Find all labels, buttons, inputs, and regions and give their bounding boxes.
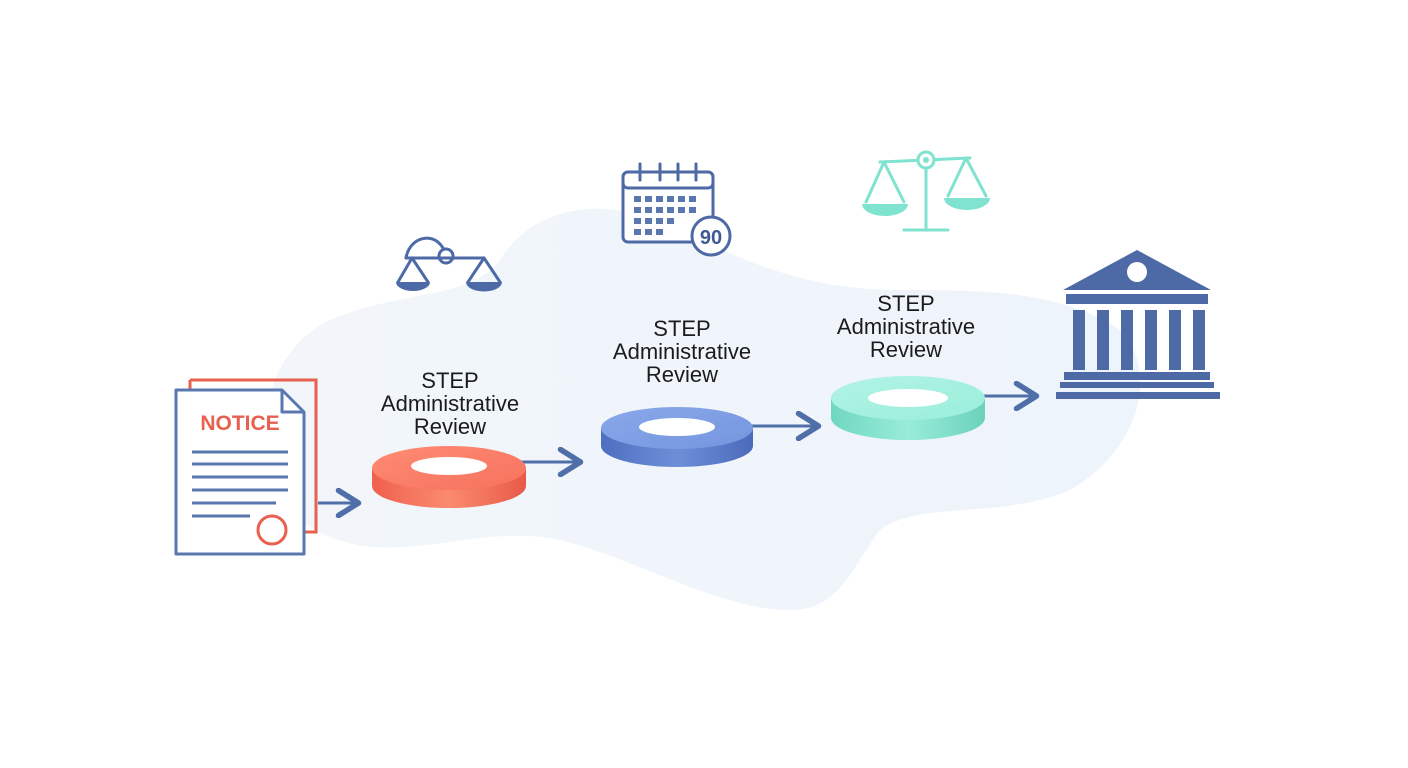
step-1-disc (372, 446, 526, 508)
step-2-text-line2: Review (645, 362, 719, 387)
step-1-label: STEP Administrative Review (340, 369, 560, 438)
scale-icon-blue (396, 236, 502, 292)
step-1-text-line2: Review (413, 414, 487, 439)
calendar-badge-number: 90 (700, 227, 722, 249)
step-2-label: STEP Administrative Review (572, 317, 792, 386)
scale-icon-teal (862, 150, 990, 232)
step-1-text-line1: Administrative (380, 391, 520, 416)
step-2-disc (601, 407, 753, 467)
step-3-title: STEP (877, 291, 935, 316)
courthouse-icon (1056, 250, 1220, 399)
step-1-title: STEP (421, 368, 479, 393)
step-2-title: STEP (653, 316, 711, 341)
step-2-text-line1: Administrative (612, 339, 752, 364)
calendar-icon (621, 162, 732, 257)
step-3-text-line1: Administrative (836, 314, 976, 339)
step-3-disc (831, 376, 985, 440)
notice-label: NOTICE (200, 412, 279, 435)
step-3-label: STEP Administrative Review (796, 292, 1016, 361)
notice-document-icon (174, 378, 318, 556)
step-3-text-line2: Review (869, 337, 943, 362)
